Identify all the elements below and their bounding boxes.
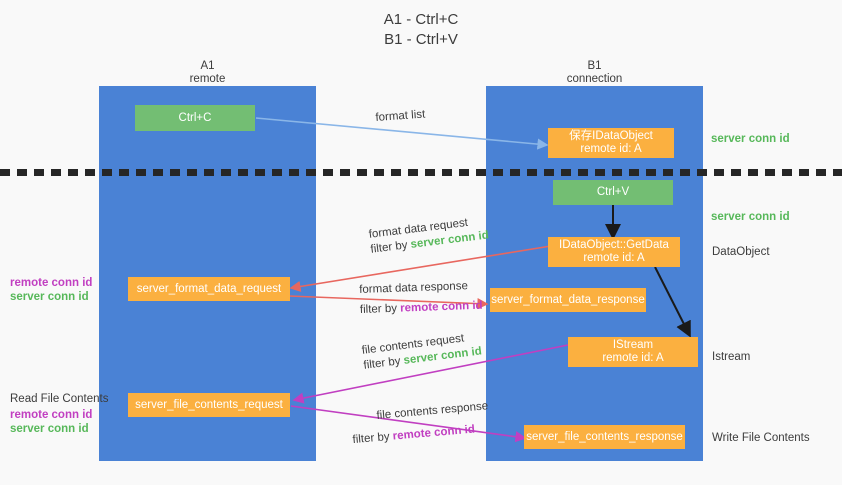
edge-note-format-data-response: format data response filter by remote co… xyxy=(359,279,483,318)
box-save-idataobject-line2: remote id: A xyxy=(580,143,642,155)
box-server-format-data-request[interactable]: server_format_data_request xyxy=(128,277,290,301)
edge-note-format-list: format list xyxy=(375,108,426,124)
box-getdata-line2: remote id: A xyxy=(583,252,645,264)
box-istream-line1: IStream xyxy=(612,339,654,351)
left-label-server-conn-id-mid: server conn id xyxy=(10,291,89,303)
lane-a1-title: A1 xyxy=(200,60,215,72)
token-remote-conn-id: remote conn id xyxy=(399,299,483,315)
title-line-2: B1 - Ctrl+V xyxy=(384,31,458,48)
box-save-idataobject[interactable]: 保存IDataObject remote id: A xyxy=(548,128,674,158)
box-ctrl-c[interactable]: Ctrl+C xyxy=(135,105,255,131)
lane-header-a1: A1 remote xyxy=(99,60,316,86)
lane-a1-subtitle: remote xyxy=(189,73,226,85)
left-label-remote-conn-id-mid: remote conn id xyxy=(10,277,93,289)
edge-note-file-contents-response-text: file contents response xyxy=(376,400,489,422)
phase-separator-dashed-line xyxy=(0,169,842,176)
right-label-write-file-contents: Write File Contents xyxy=(712,432,810,444)
left-label-read-file-contents: Read File Contents xyxy=(10,393,109,405)
title-line-1: A1 - Ctrl+C xyxy=(383,11,459,28)
edge-note-file-contents-response: file contents response filter by remote … xyxy=(352,399,491,446)
box-ctrl-v[interactable]: Ctrl+V xyxy=(553,180,673,205)
box-server-format-data-response[interactable]: server_format_data_response xyxy=(490,288,646,312)
edge-note-format-data-request: format data request filter by server con… xyxy=(368,214,490,258)
box-istream-line2: remote id: A xyxy=(602,352,664,364)
token-remote-conn-id: remote conn id xyxy=(392,423,476,443)
left-label-remote-conn-id-mid-group: remote conn id server conn id xyxy=(10,276,92,304)
lane-header-b1: B1 connection xyxy=(486,60,703,86)
edge-note-file-contents-request: file contents request filter by server c… xyxy=(361,330,483,374)
box-idataobject-getdata[interactable]: IDataObject::GetData remote id: A xyxy=(548,237,680,267)
lane-b1-subtitle: connection xyxy=(566,73,623,85)
box-server-file-contents-response[interactable]: server_file_contents_response xyxy=(524,425,685,449)
left-label-server-conn-id-bottom: server conn id xyxy=(10,423,89,435)
left-label-read-file-contents-group: Read File Contents remote conn id server… xyxy=(10,392,108,436)
edge-note-format-data-response-text: format data response xyxy=(359,280,469,296)
box-istream[interactable]: IStream remote id: A xyxy=(568,337,698,367)
right-label-istream: Istream xyxy=(712,351,751,363)
box-getdata-line1: IDataObject::GetData xyxy=(559,239,669,251)
edge-note-file-contents-response-filter: filter by remote conn id xyxy=(352,423,476,447)
box-save-idataobject-line1: 保存IDataObject xyxy=(569,130,653,142)
box-server-file-contents-request[interactable]: server_file_contents_request xyxy=(128,393,290,417)
right-label-server-conn-id-top: server conn id xyxy=(711,133,790,145)
lane-b1-title: B1 xyxy=(587,60,602,72)
edge-note-format-data-response-filter: filter by remote conn id xyxy=(359,299,483,316)
diagram-title: A1 - Ctrl+C B1 - Ctrl+V xyxy=(0,10,842,50)
left-label-remote-conn-id-bottom: remote conn id xyxy=(10,409,93,421)
right-label-server-conn-id-second: server conn id xyxy=(711,211,790,223)
right-label-dataobject: DataObject xyxy=(712,246,770,258)
